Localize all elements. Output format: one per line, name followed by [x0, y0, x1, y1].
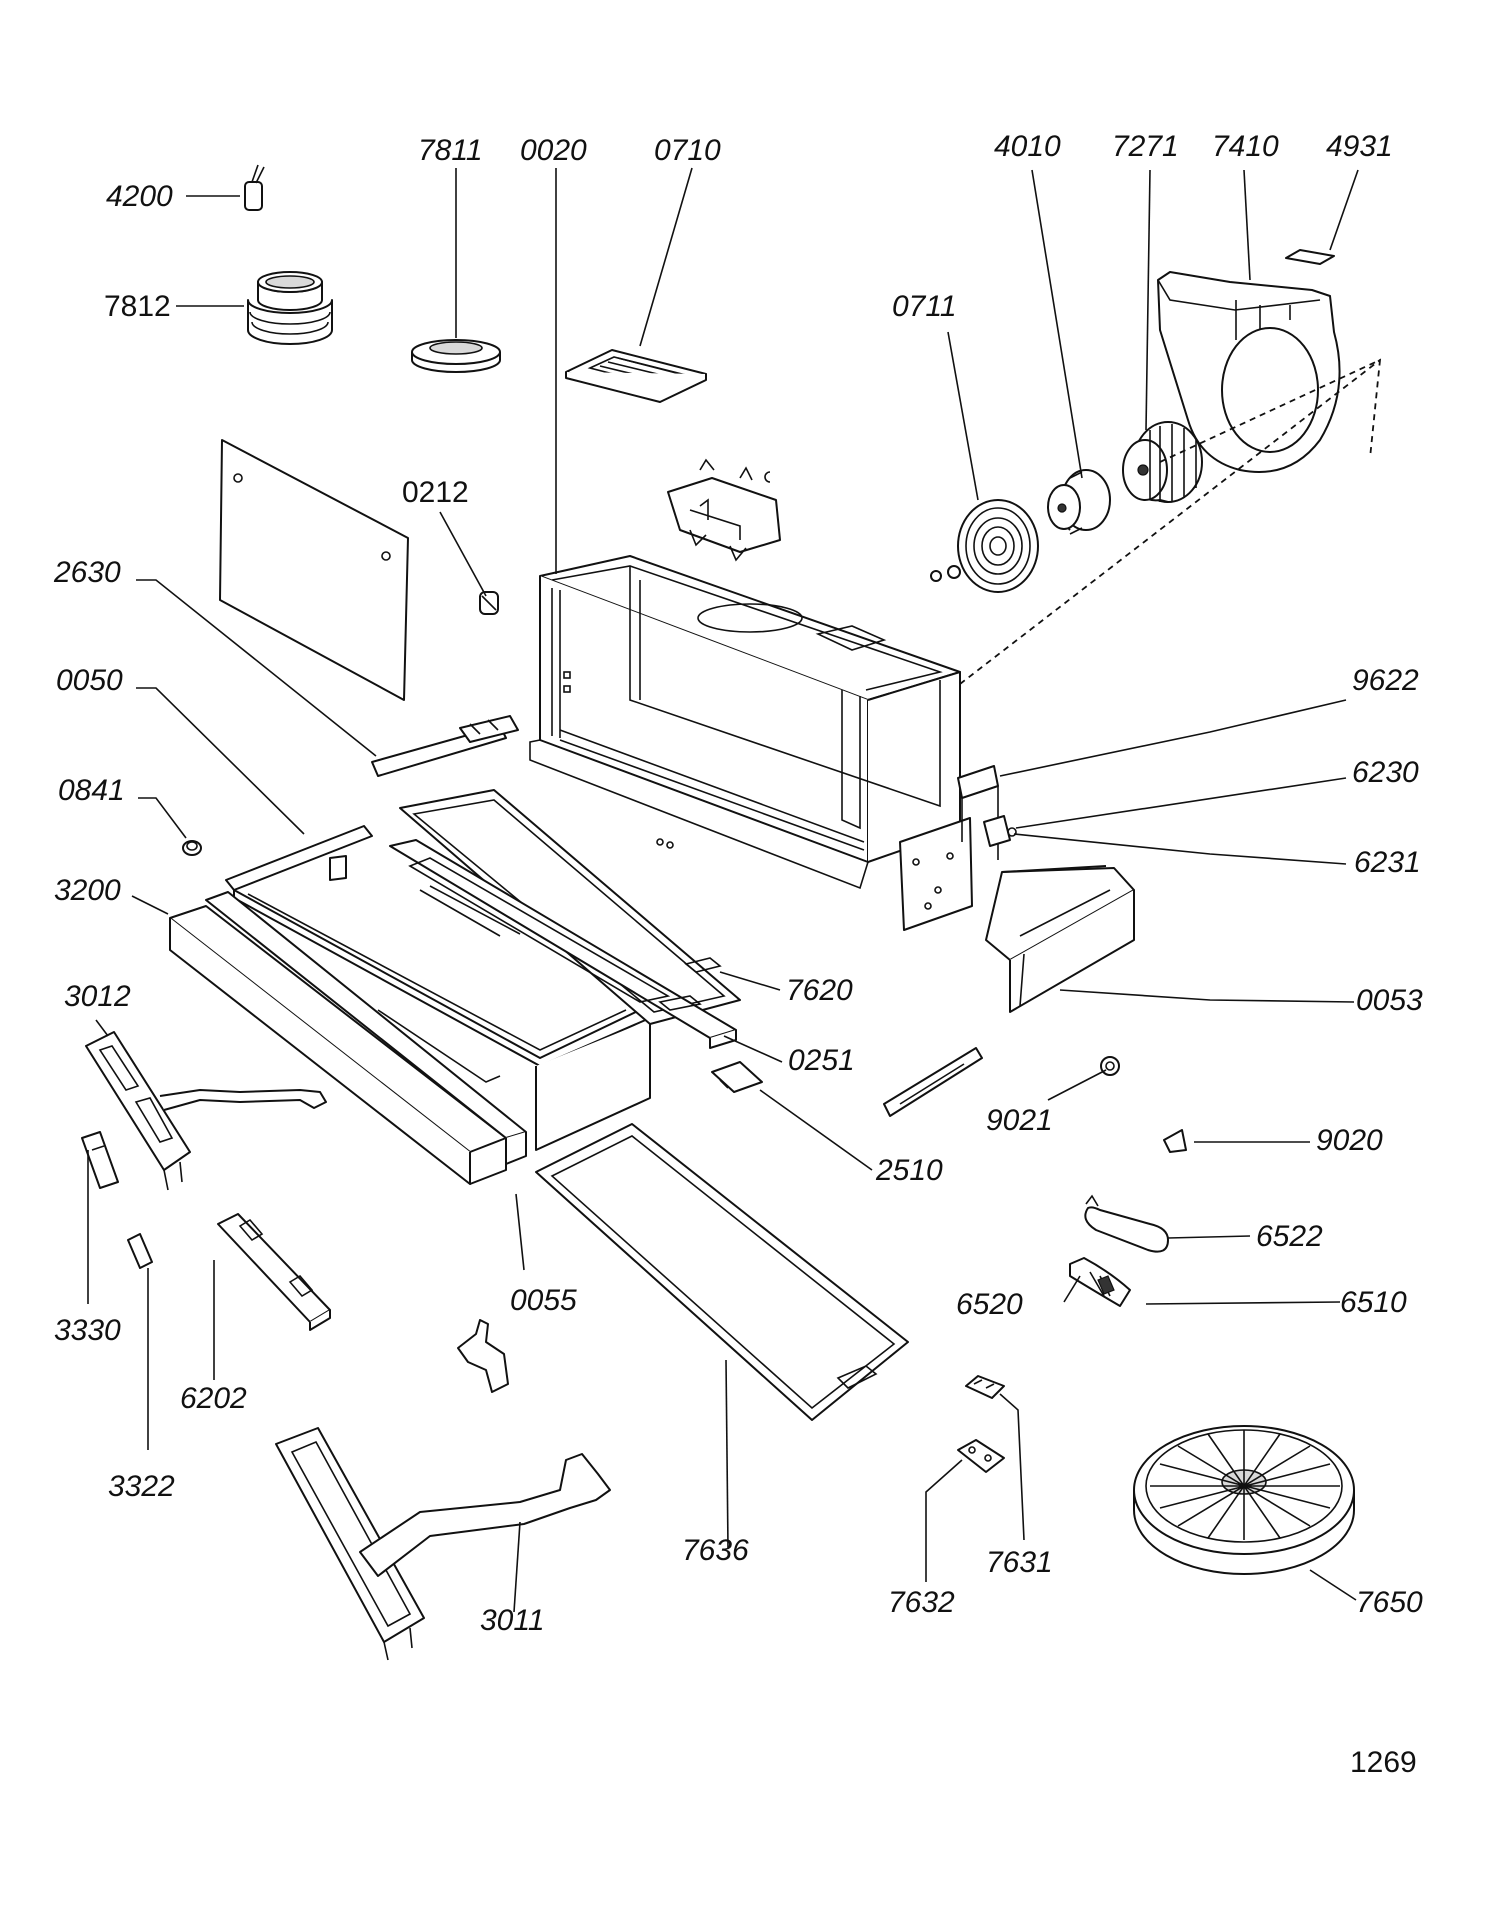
label-9021: 9021 [986, 1104, 1053, 1137]
label-7620: 7620 [786, 974, 853, 1007]
part-7636-filter-tray [535, 1123, 909, 1421]
leader-lines [87, 167, 1359, 1613]
label-4200: 4200 [106, 180, 173, 213]
label-0841: 0841 [58, 774, 125, 807]
part-0053-side-rail [883, 865, 1135, 1117]
part-3011-bracket [275, 1427, 611, 1661]
part-3012-bracket [85, 1031, 327, 1191]
part-3322-latch [127, 1233, 153, 1269]
label-3200: 3200 [54, 874, 121, 907]
label-0251: 0251 [788, 1044, 855, 1077]
part-4931-plate [1285, 249, 1335, 265]
label-4931: 4931 [1326, 130, 1393, 163]
label-3322: 3322 [108, 1470, 175, 1503]
part-control-plate [899, 765, 1017, 931]
label-7410: 7410 [1212, 130, 1279, 163]
part-7650-carbon-filter [1133, 1425, 1355, 1575]
label-2510: 2510 [875, 1154, 943, 1187]
part-0055-trim-bar [205, 891, 527, 1165]
label-6202: 6202 [180, 1382, 247, 1415]
part-0841-knob [182, 840, 202, 856]
label-3012: 3012 [64, 980, 131, 1013]
label-6520: 6520 [956, 1288, 1023, 1321]
part-6510-lamp [1069, 1257, 1131, 1307]
label-6230: 6230 [1352, 756, 1419, 789]
part-0711-fan-guard [930, 499, 1039, 593]
label-0055: 0055 [510, 1284, 577, 1317]
label-7271: 7271 [1112, 130, 1179, 163]
part-0020-hood-body [529, 555, 961, 890]
label-7650: 7650 [1356, 1586, 1423, 1619]
part-4200-capacitor [244, 164, 265, 211]
part-7410-blower-housing [1157, 271, 1341, 473]
label-7631: 7631 [986, 1546, 1053, 1579]
part-labels: 4200 7812 7811 0020 0710 4010 7271 7410 … [53, 130, 1423, 1637]
label-0053: 0053 [1356, 984, 1423, 1017]
part-small-bracket [457, 1319, 509, 1393]
part-2630-rail [371, 715, 519, 777]
part-0251-filter-frame [389, 839, 737, 1049]
part-top-panel [219, 439, 409, 701]
assembly-axis [959, 358, 1382, 685]
part-9020-clip [1163, 1129, 1187, 1153]
part-7271-impeller [1122, 421, 1203, 503]
part-6522-gasket [1084, 1194, 1169, 1253]
label-3330: 3330 [54, 1314, 121, 1347]
part-0050-frame [225, 825, 651, 1151]
label-3011: 3011 [480, 1604, 545, 1637]
part-7631-connector [965, 1375, 1005, 1399]
part-0212-clip [479, 591, 499, 615]
label-6510: 6510 [1340, 1286, 1407, 1319]
label-2630: 2630 [53, 556, 121, 589]
label-0050: 0050 [56, 664, 123, 697]
label-9020: 9020 [1316, 1124, 1383, 1157]
label-0212: 0212 [402, 476, 469, 509]
page-number: 1269 [1350, 1746, 1417, 1779]
part-7632-connector [957, 1439, 1005, 1473]
label-7636: 7636 [682, 1534, 749, 1567]
part-7812-collar [247, 271, 333, 345]
part-9021-grommet [1100, 1056, 1120, 1076]
label-6231: 6231 [1354, 846, 1421, 879]
label-9622: 9622 [1352, 664, 1419, 697]
part-3330-latch [81, 1131, 119, 1189]
label-7812: 7812 [104, 290, 171, 323]
part-0710-grille [565, 349, 707, 403]
label-4010: 4010 [994, 130, 1061, 163]
label-0711: 0711 [892, 290, 957, 323]
label-7632: 7632 [888, 1586, 955, 1619]
label-0710: 0710 [654, 134, 721, 167]
label-0020: 0020 [520, 134, 587, 167]
part-4010-motor [1047, 469, 1111, 535]
part-2510-plate [711, 1061, 763, 1093]
part-bracket [667, 458, 781, 562]
part-7811-round-cover [411, 339, 501, 373]
label-6522: 6522 [1256, 1220, 1323, 1253]
part-6202-switch [217, 1213, 331, 1331]
label-7811: 7811 [418, 134, 483, 167]
